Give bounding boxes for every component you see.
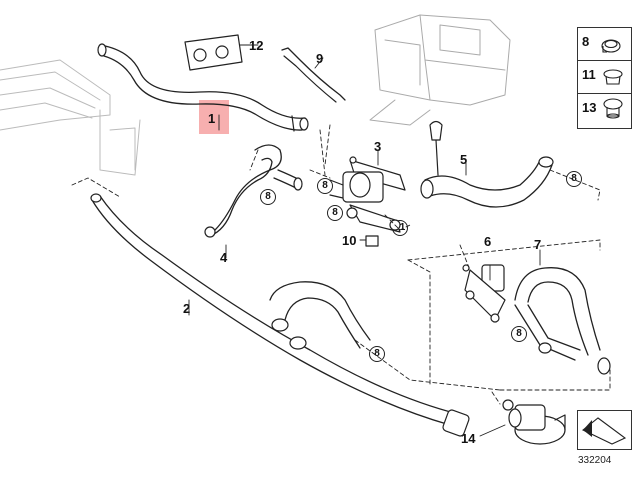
legend-number: 13 [582,100,597,115]
clamp-callout: 8 [511,326,527,342]
part-label-2: 2 [183,301,191,316]
clamp-callout: 8 [260,189,276,205]
legend-item-plug-cap: 13 [577,93,632,129]
part-label-12: 12 [249,38,264,53]
hose-5 [420,120,554,208]
arrow-pointer-icon [581,417,627,445]
valve-6 [462,264,506,323]
clamp-callout: 8 [317,178,333,194]
background-aux-heater [369,14,511,126]
part-label-4: 4 [220,250,228,265]
background-heater-core [0,59,141,176]
part-label-7: 7 [534,237,542,252]
bracket-12 [184,34,243,71]
clamp-callout: 8 [327,205,343,221]
hose-1 [97,43,309,132]
plug-cap-icon [603,98,623,119]
part-label-5: 5 [460,152,468,167]
part-label-9: 9 [316,51,324,66]
clamp-callout: 8 [369,346,385,362]
hose-4 [204,144,303,238]
part-label-6: 6 [484,234,492,249]
part-label-14: 14 [461,431,476,446]
part-label-10: 10 [342,233,357,248]
pump-14 [502,399,566,445]
grommet-icon [603,69,623,85]
legend-number: 11 [582,67,596,82]
cable-tie-9 [281,47,346,103]
leader-lines [71,124,611,405]
legend-number: 8 [582,34,590,49]
hose-7 [514,267,611,375]
reference-number: 332204 [578,455,612,466]
clip-10 [365,235,379,247]
highlight-marker [199,100,229,134]
hose-clamp-icon [601,39,621,53]
part-label-3: 3 [374,139,382,154]
part-label-1: 1 [208,111,216,126]
legend-icons [601,39,623,119]
hose-2 [90,193,470,437]
label-leaders [188,44,541,437]
clamp-callout: 8 [566,171,582,187]
valve-3 [329,156,406,233]
legend-item-grommet: 11 [577,60,632,96]
